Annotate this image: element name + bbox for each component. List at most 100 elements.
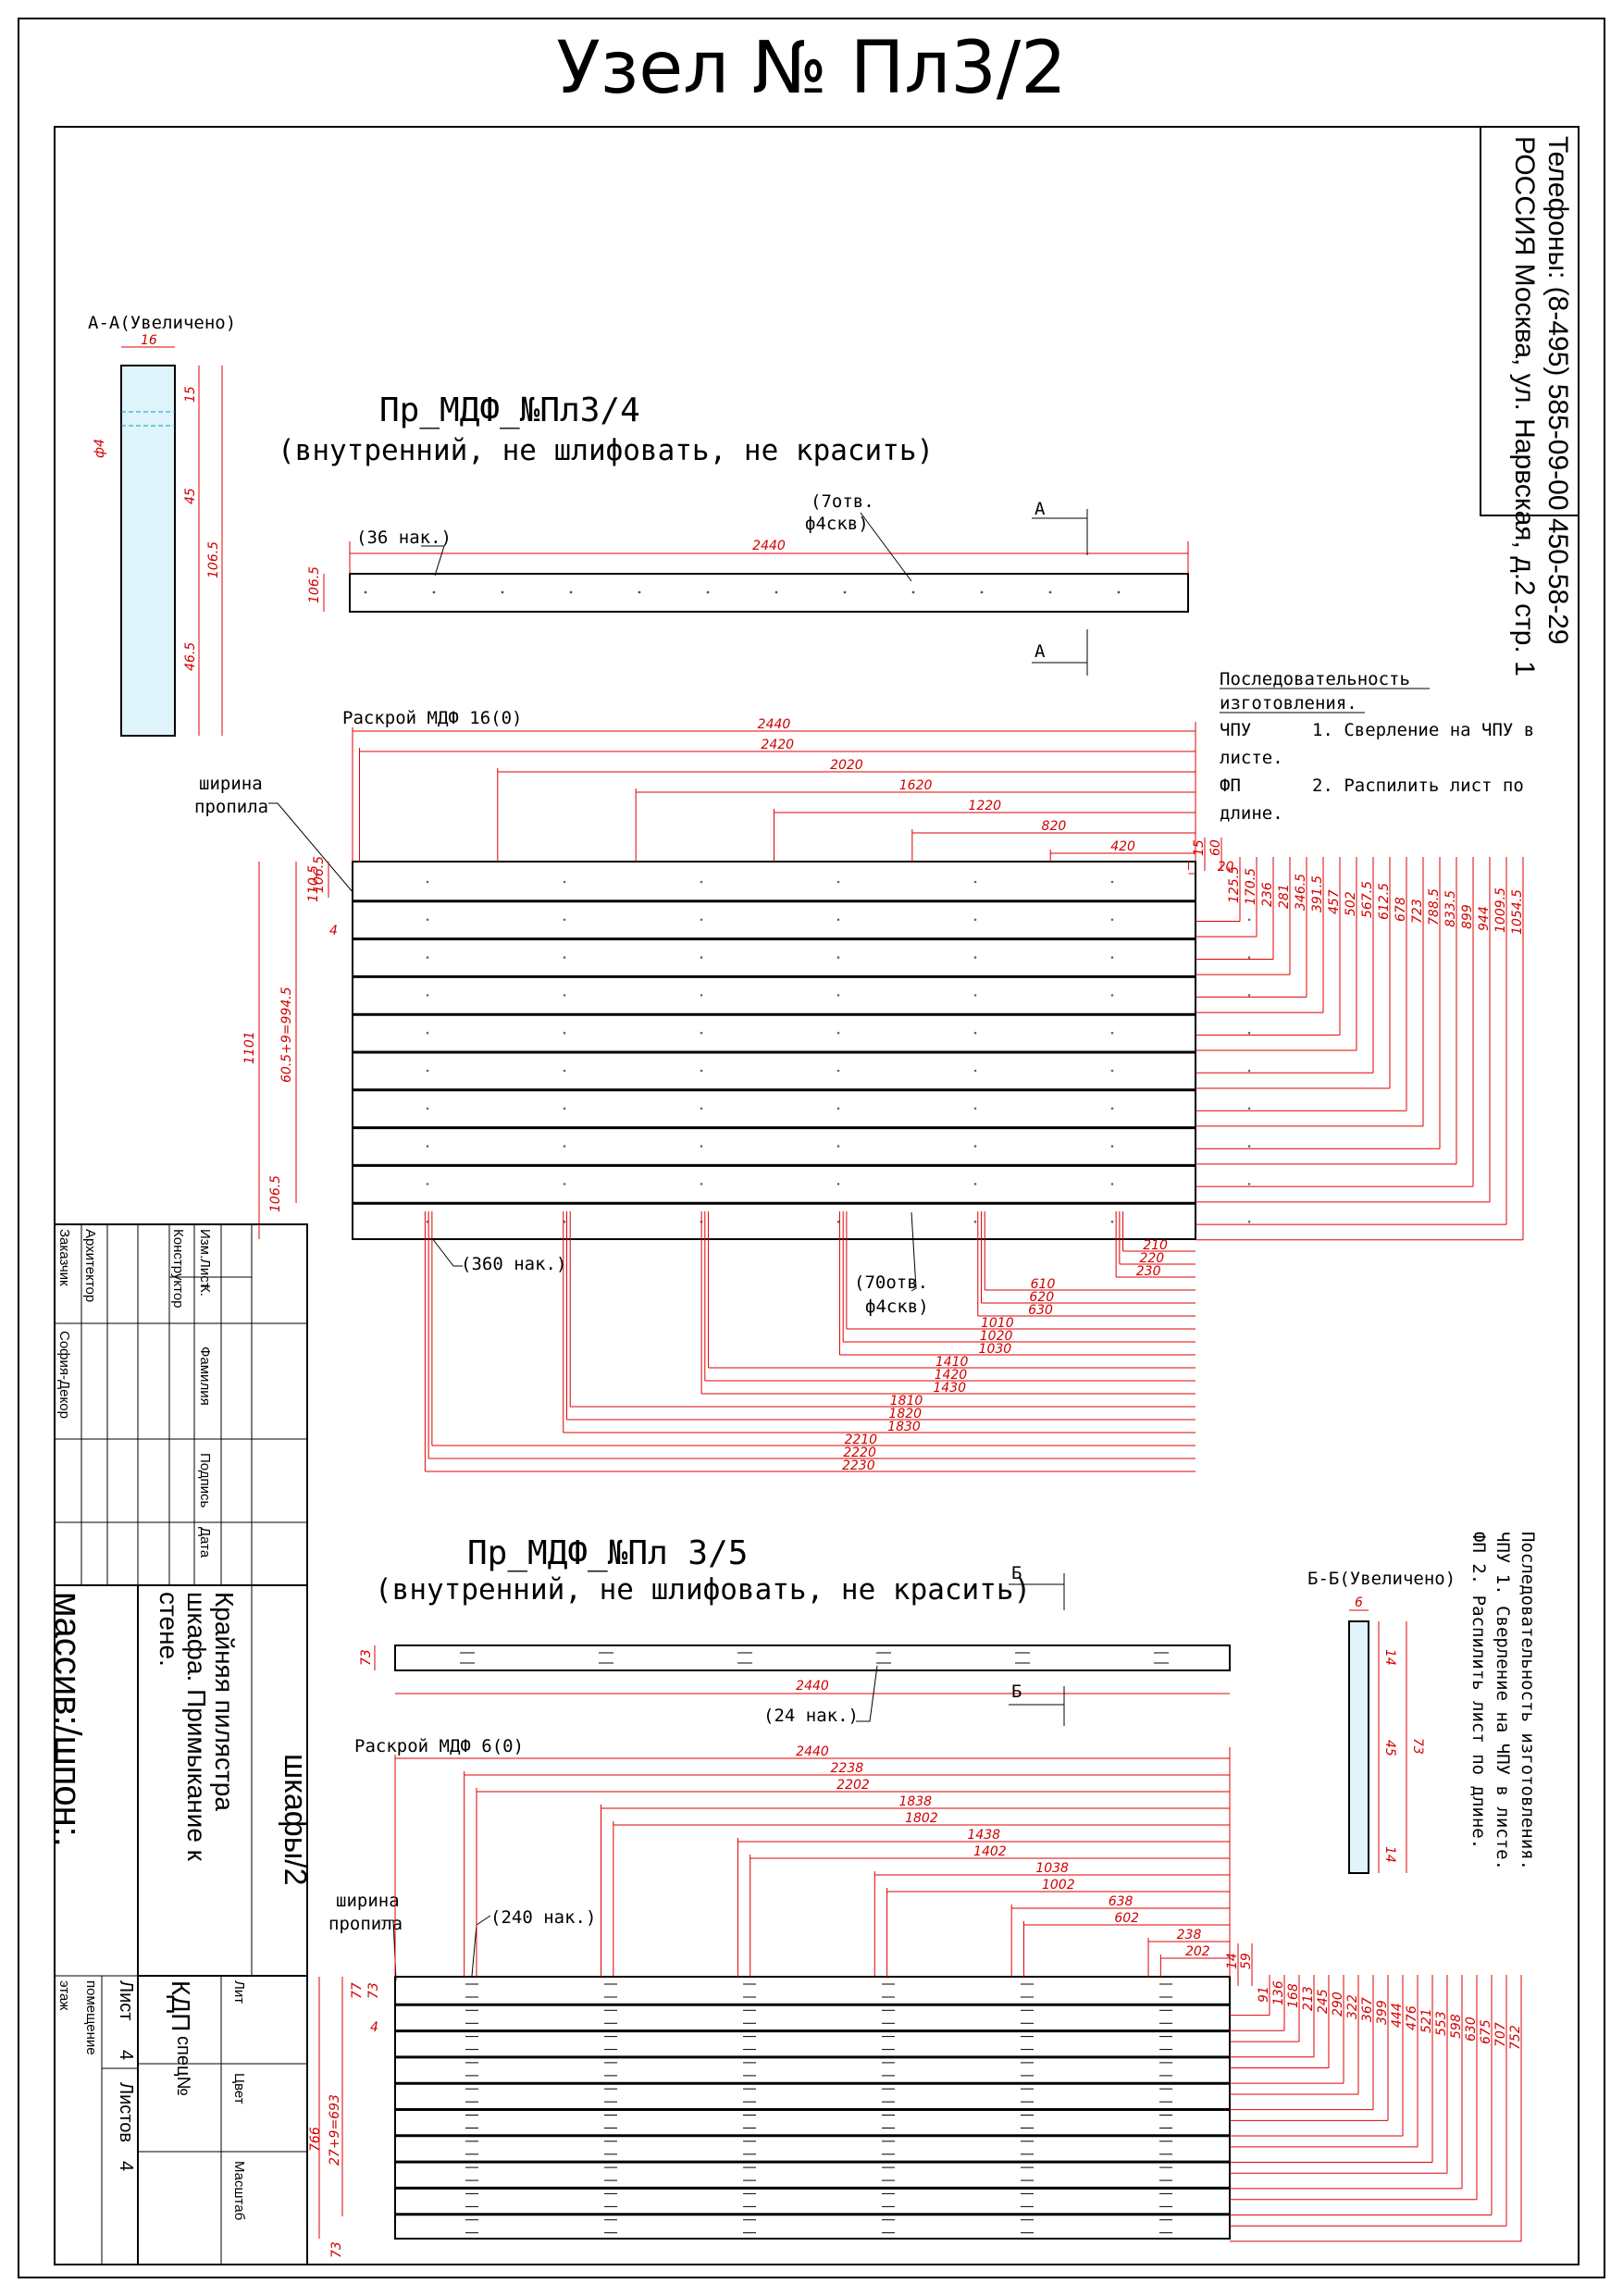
cut2-right-dim-label: 136	[1271, 1980, 1286, 2005]
part2-name: Пр_МДФ_№Пл 3/5	[467, 1534, 748, 1572]
outer-frame	[18, 18, 1605, 2278]
seq1-step1-line1: 1. Сверление на ЧПУ в	[1312, 720, 1534, 740]
part2-qty-leader	[856, 1665, 878, 1722]
cut1-hole-mark	[1247, 1107, 1251, 1111]
section-bb-title: Б-Б(Увеличено)	[1307, 1569, 1456, 1589]
cut1-hole-mark	[700, 1107, 703, 1111]
cut1-right-dim-label: 346.5	[1294, 874, 1308, 911]
part1-hole-mark	[843, 590, 847, 594]
section-aa-hole: ф4	[93, 439, 107, 458]
cut2-top-dim-label: 2440	[796, 1744, 829, 1759]
cut2-top-dim-label: 1802	[905, 1811, 938, 1826]
tb-desc-line2: шкафа. Примыкание к	[182, 1592, 211, 1862]
cut2-right-dim-label: 245	[1316, 1989, 1331, 2014]
seq2-title: Последовательность изготовления.	[1518, 1532, 1538, 1870]
cut1-hole-mark	[1110, 1183, 1114, 1185]
tb-sheets-label: Листов	[116, 2082, 136, 2142]
section-bb-dim-total-label: 73	[1410, 1738, 1425, 1755]
cut1-hole-mark	[1247, 1220, 1251, 1223]
cut1-hole-mark	[563, 956, 566, 959]
cut2-right-dim-label: 290	[1331, 1992, 1345, 2017]
cut1-hole-mark	[700, 918, 703, 922]
section-aa-title: А-А(Увеличено)	[88, 313, 236, 333]
cut1-hole-mark	[426, 1145, 429, 1148]
tb-spec: спец№	[173, 2036, 193, 2096]
cut1-bottom-dim-label: 1410	[935, 1355, 969, 1370]
section-b-arrow-bottom	[1009, 1686, 1065, 1726]
cut1-right-dim-label: 391.5	[1310, 875, 1325, 912]
cut2-left-dim-label-a: 77	[350, 1982, 365, 1999]
cut2-strip-cuts	[395, 1983, 1230, 2234]
cut1-top-dim-label: 2020	[830, 758, 863, 773]
cut1-qty: (360 нак.)	[461, 1254, 566, 1274]
cut1-hole-mark	[1110, 918, 1114, 922]
cut1-bottom-dim-label: 610	[1031, 1277, 1056, 1292]
inner-frame	[54, 126, 1580, 2265]
part2-length: 2440	[796, 1679, 829, 1694]
cut2-right-dim-label: 444	[1390, 2003, 1405, 2028]
cut2-right-dim-label: 630	[1464, 2017, 1479, 2042]
cut2-kerf-line1: ширина	[336, 1891, 400, 1911]
cut1-bottom-dim-label: 2230	[842, 1458, 875, 1473]
tb-sheets-num: 4	[116, 2161, 136, 2171]
cut1-hole-mark	[426, 1069, 429, 1073]
cut1-hole-mark	[973, 1145, 977, 1148]
cut1-bottom-dim-label: 1010	[981, 1316, 1014, 1331]
section-aa-dim-total-label: 106.5	[206, 541, 221, 578]
cut2-top-dim-label: 202	[1185, 1944, 1210, 1959]
section-aa-width: 16	[141, 333, 157, 348]
tb-customer: София-Декор	[56, 1331, 72, 1419]
title-block: Архитектор Заказчик София-Декор Конструк…	[47, 1223, 313, 2265]
cut1-hole-mark	[563, 1107, 566, 1111]
cut1-bottom-dim-label: 1020	[980, 1329, 1013, 1344]
cut2-top-dim-label: 1438	[967, 1828, 1000, 1843]
cut1-holes-line1: (70отв.	[854, 1272, 928, 1293]
cut1-hole-mark	[973, 918, 977, 922]
tb-floor: этаж	[56, 1980, 72, 2010]
cut1-hole-mark	[973, 1031, 977, 1035]
cut1-hole-mark	[973, 956, 977, 959]
section-bb-dim-2: 45	[1382, 1740, 1397, 1756]
cut1-hole-mark	[1247, 1031, 1251, 1035]
cut1-hole-mark	[700, 956, 703, 959]
cut1-hole-mark	[426, 994, 429, 997]
part1-hole-mark	[569, 590, 573, 594]
cut1-hole-mark	[700, 994, 703, 997]
part1-hole-mark	[501, 590, 504, 594]
section-a-arrow-bottom	[1032, 629, 1088, 676]
cut1-right-small-label: 15	[1192, 839, 1207, 856]
cut2-right-dim-label: 91	[1257, 1986, 1271, 2003]
cut1-bottom-dim-label: 1810	[890, 1394, 923, 1409]
cut1-hole-mark	[1247, 994, 1251, 997]
cut1-title: Раскрой МДФ 16(0)	[342, 708, 522, 728]
cut1-hole-mark	[563, 880, 566, 884]
cut1-right-dim-label: 236	[1260, 882, 1275, 907]
cut1-right-dim-label: 723	[1410, 899, 1425, 924]
cut1-bottom-dim-label: 2210	[844, 1433, 877, 1447]
cut1-hole-mark	[1247, 1069, 1251, 1073]
cut1-right-small-label: 60	[1208, 839, 1223, 856]
cut1-bottom-dim-label: 1030	[979, 1342, 1012, 1357]
cut2-top-dim-label: 1038	[1035, 1861, 1069, 1876]
cut1-hole-mark	[1110, 1031, 1114, 1035]
cut1-qty-leader	[431, 1237, 463, 1267]
cut2-kerf-line2: пропила	[328, 1914, 403, 1934]
cut1-right-dim-label: 567.5	[1360, 881, 1375, 918]
cut1-hole-mark	[700, 1031, 703, 1035]
part1-qty-leader	[421, 545, 445, 577]
seq2-step2: ФП 2. Распилить лист по длине.	[1468, 1532, 1489, 1849]
title-block-frame	[54, 1223, 308, 2265]
cut1-hole-mark	[426, 880, 429, 884]
cut1-kerf-line2: пропила	[194, 797, 268, 817]
tb-color: Цвет	[231, 2073, 247, 2104]
cut1-hole-mark	[700, 1183, 703, 1185]
cut2-right-dim-label: 399	[1375, 2000, 1390, 2025]
cut1-hole-mark	[836, 880, 840, 884]
cut1-right-dim-label: 125.5	[1227, 866, 1242, 903]
tb-sheet-label: Лист	[116, 1980, 136, 2020]
tb-col-change: Изм.	[197, 1229, 213, 1259]
cut1-hole-mark	[563, 994, 566, 997]
section-bb-body	[1348, 1620, 1369, 1874]
cut1-top-dim-label: 820	[1042, 819, 1067, 834]
